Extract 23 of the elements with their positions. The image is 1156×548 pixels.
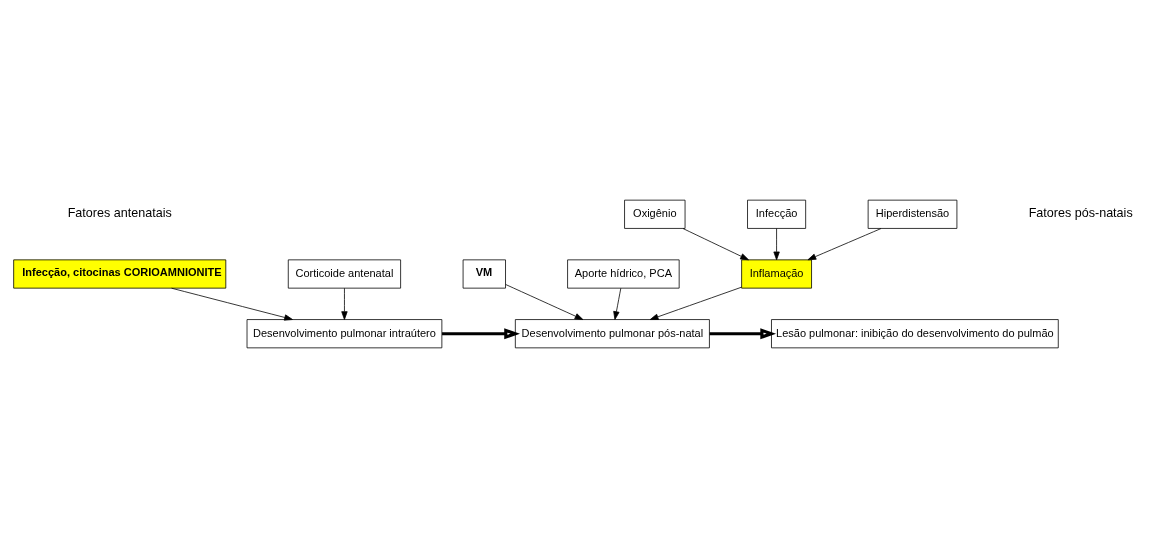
node-box: Inflamação bbox=[741, 259, 812, 289]
label: Fatores antenatais bbox=[67, 206, 172, 221]
node-box: Infecção bbox=[747, 199, 807, 229]
node-box: VM bbox=[462, 259, 506, 289]
arrow bbox=[773, 228, 780, 261]
arrow bbox=[341, 287, 348, 320]
node-box: Lesão pulmonar: inibição do desenvolvimento do pulmão bbox=[771, 319, 1059, 349]
arrow bbox=[613, 287, 622, 320]
arrow bbox=[505, 284, 584, 320]
node-box: Corticoide antenatal bbox=[287, 259, 402, 289]
arrow bbox=[442, 328, 520, 340]
arrow bbox=[682, 228, 749, 261]
arrow bbox=[709, 328, 777, 340]
node-box: Desenvolvimento pulmonar pós-natal bbox=[514, 319, 710, 349]
node-box: Hiperdistensão bbox=[867, 199, 958, 229]
node-box: Aporte hídrico, PCA bbox=[567, 259, 680, 289]
node-box: Oxigênio bbox=[624, 199, 686, 229]
arrow bbox=[649, 286, 742, 320]
node-box: Desenvolvimento pulmonar intraútero bbox=[246, 319, 443, 349]
label: Fatores pós-natais bbox=[1028, 206, 1133, 221]
arrow bbox=[171, 287, 293, 321]
arrow bbox=[807, 228, 882, 261]
node-box: Infecção, citocinas CORIOAMNIONITE bbox=[13, 259, 227, 289]
